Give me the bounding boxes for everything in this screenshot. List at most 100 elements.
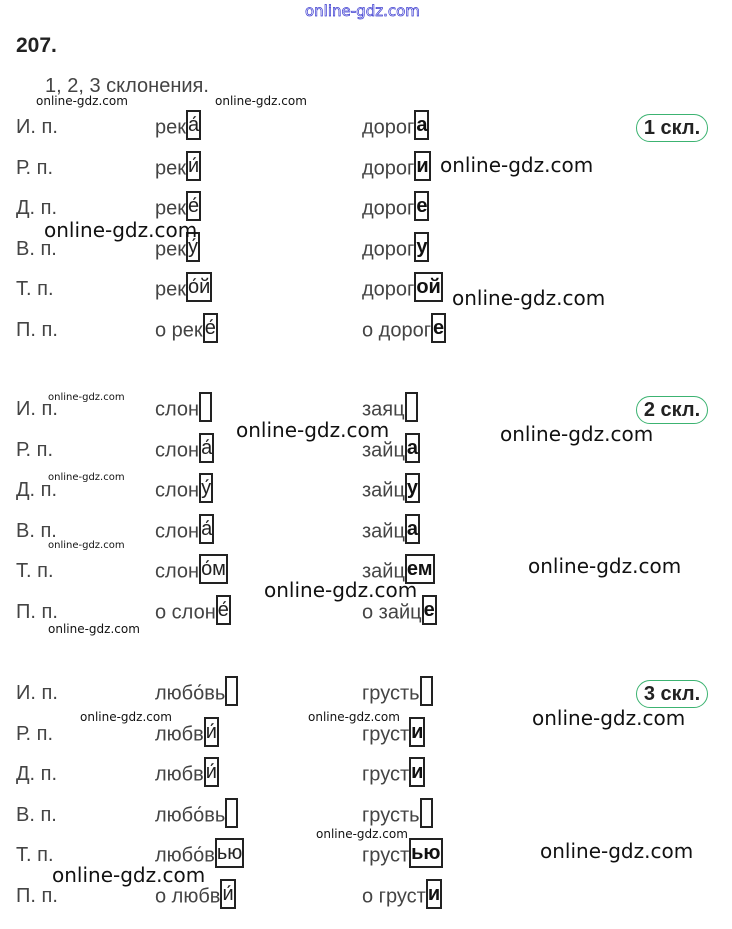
case-label: П. п.	[16, 884, 58, 907]
word-stem: о груст	[362, 884, 426, 907]
watermark: online-gdz.com	[48, 472, 125, 483]
word-ending-box: и	[409, 716, 426, 747]
word-ending-box: и́	[220, 878, 236, 909]
word-stem: о слон	[155, 600, 216, 623]
declension-row: И. п. любо́вь грусть	[0, 676, 732, 710]
word-stem: дорог	[362, 278, 415, 301]
watermark: online-gdz.com	[440, 153, 594, 177]
watermark: online-gdz.com	[80, 710, 172, 724]
case-label: Д. п.	[16, 197, 58, 219]
word-ending-box	[225, 797, 239, 828]
word-stem: любо́вь	[155, 682, 226, 705]
word-ending-box	[419, 797, 433, 828]
watermark: online-gdz.com	[316, 827, 408, 841]
case-label: И. п.	[16, 682, 58, 704]
exercise-number: 207.	[16, 34, 57, 57]
word-stem: груст	[362, 722, 410, 745]
word-ending-box: а́	[199, 432, 215, 463]
declension-row: И. п. слон заяц	[0, 392, 732, 426]
word-stem: заяц	[362, 398, 405, 421]
word-stem: слон	[155, 398, 200, 421]
word-stem: слон	[155, 519, 200, 542]
word-ending-box: е	[421, 594, 437, 625]
declension-badge: 1 скл.	[636, 114, 708, 142]
word-ending-box: е́	[202, 312, 218, 343]
word-ending-box	[419, 676, 433, 706]
word-first: любо́вь	[155, 676, 239, 706]
declension-badge: 3 скл.	[636, 680, 708, 708]
case-label: В. п.	[16, 237, 57, 260]
word-ending-box: о́м	[199, 554, 228, 584]
declension-badge: 2 скл.	[636, 396, 708, 424]
word-ending-box: ью	[214, 838, 245, 868]
word-stem: слон	[155, 560, 200, 583]
watermark: online-gdz.com	[48, 622, 140, 636]
watermark: online-gdz.com	[48, 392, 125, 403]
word-first: слон	[155, 392, 213, 422]
word-ending-box: е	[414, 191, 430, 221]
case-label: Р. п.	[16, 156, 54, 179]
word-ending-box: а	[404, 513, 421, 544]
word-stem: любо́вь	[155, 803, 226, 826]
word-ending-box: ем	[404, 554, 435, 584]
word-ending-box	[404, 392, 418, 422]
word-first: любо́вь	[155, 797, 239, 828]
case-label: Р. п.	[16, 722, 54, 745]
word-stem: о дорог	[362, 318, 432, 341]
word-stem: рек	[155, 156, 186, 179]
word-stem: зайц	[362, 479, 405, 502]
word-ending-box: е́	[186, 191, 202, 221]
word-stem: слон	[155, 438, 200, 461]
word-second: заяц	[362, 392, 418, 422]
case-label: В. п.	[16, 519, 57, 542]
word-stem: любв	[155, 722, 204, 745]
word-ending-box: е	[431, 312, 447, 343]
word-ending-box: ой	[414, 272, 443, 302]
word-ending-box: а́	[199, 513, 215, 544]
watermark: online-gdz.com	[44, 218, 198, 242]
word-stem: зайц	[362, 560, 405, 583]
word-ending-box: у	[404, 473, 421, 503]
word-ending-box: и	[409, 757, 426, 787]
case-label: Т. п.	[16, 844, 54, 866]
exercise-subtitle: 1, 2, 3 склонения.	[45, 75, 209, 97]
word-stem: дорог	[362, 116, 415, 139]
word-ending-box	[199, 392, 213, 422]
watermark: online-gdz.com	[532, 706, 686, 730]
case-label: Т. п.	[16, 278, 54, 300]
word-stem: грусть	[362, 682, 420, 705]
watermark: online-gdz.com	[36, 94, 128, 108]
word-stem: любв	[155, 763, 204, 786]
watermark: online-gdz.com	[215, 94, 307, 108]
